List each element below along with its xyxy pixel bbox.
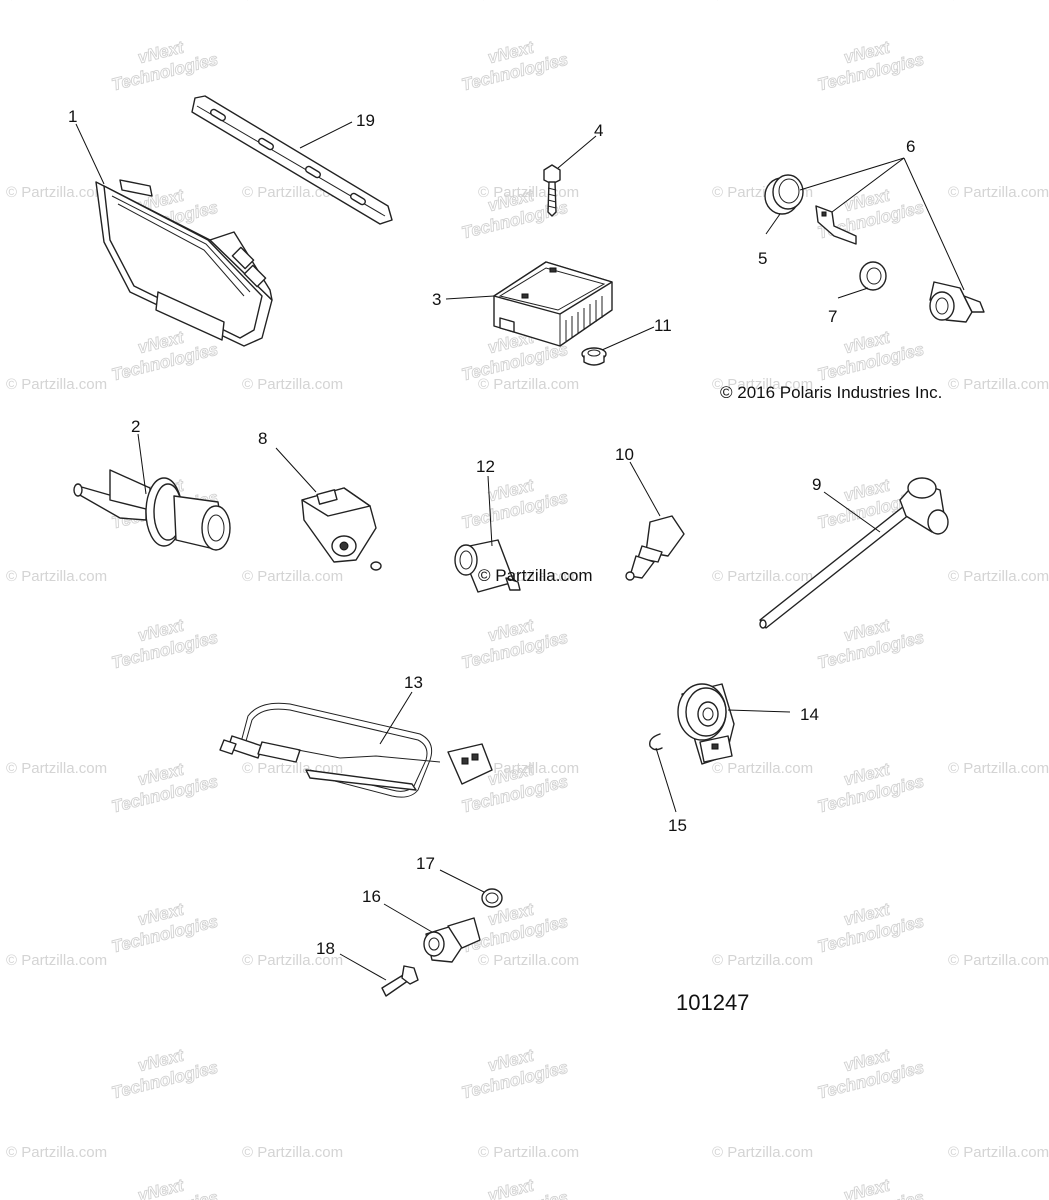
partzilla-watermark: © Partzilla.com — [6, 184, 107, 201]
callout-label-14: 14 — [800, 705, 819, 724]
callout-label-19: 19 — [356, 111, 375, 130]
partzilla-watermark: © Partzilla.com — [6, 0, 107, 4]
partzilla-watermark: © Partzilla.com — [6, 1144, 107, 1161]
callout-label-5: 5 — [758, 249, 767, 268]
screw-icon — [543, 164, 561, 217]
partzilla-watermark: © Partzilla.com — [712, 952, 813, 969]
cylinder-sensor-icon — [454, 539, 521, 593]
partzilla-watermark: © Partzilla.com — [6, 952, 107, 969]
callout-label-10: 10 — [615, 445, 634, 464]
partzilla-watermark: © Partzilla.com — [712, 760, 813, 777]
map-sensor-icon — [301, 487, 382, 571]
callout-label-18: 18 — [316, 939, 335, 958]
sensor-icon — [929, 281, 985, 323]
callout-label-6: 6 — [906, 137, 915, 156]
partzilla-watermark: © Partzilla.com — [712, 0, 813, 4]
bolt-icon — [381, 965, 419, 997]
callout-label-7: 7 — [828, 307, 837, 326]
partzilla-watermark: © Partzilla.com — [712, 568, 813, 585]
partzilla-watermark: © Partzilla.com — [948, 184, 1049, 201]
partzilla-watermark: © Partzilla.com — [242, 568, 343, 585]
callout-label-12: 12 — [476, 457, 495, 476]
relay-box-icon — [493, 261, 613, 347]
partzilla-watermark: © Partzilla.com — [712, 1144, 813, 1161]
callout-label-16: 16 — [362, 887, 381, 906]
partzilla-watermark: © Partzilla.com — [478, 952, 579, 969]
partzilla-watermark: © Partzilla.com — [948, 568, 1049, 585]
callout-label-8: 8 — [258, 429, 267, 448]
partzilla-watermark: © Partzilla.com — [948, 952, 1049, 969]
knock-sensor-icon — [677, 683, 735, 765]
callout-labels: 1 19 4 3 11 6 5 7 2 8 12 10 9 13 14 15 1… — [68, 107, 915, 958]
partzilla-watermark: © Partzilla.com — [6, 760, 107, 777]
leader-lines — [75, 121, 965, 981]
callout-label-4: 4 — [594, 121, 603, 140]
temperature-sensor-icon — [73, 469, 231, 551]
partzilla-watermark: © Partzilla.com — [948, 760, 1049, 777]
callout-label-11: 11 — [654, 316, 672, 335]
partzilla-watermark: © Partzilla.com — [242, 1144, 343, 1161]
figure-number: 101247 — [676, 990, 749, 1015]
partzilla-watermark: © Partzilla.com — [478, 0, 579, 4]
watermark-layer: © Partzilla.com © Partzilla.com © Partzill… — [6, 0, 1049, 1200]
probe-sensor-icon — [759, 477, 949, 629]
callout-label-17: 17 — [416, 854, 435, 873]
ecu-module-icon — [95, 179, 273, 347]
copyright-notice: © 2016 Polaris Industries Inc. — [720, 383, 942, 402]
partzilla-watermark: © Partzilla.com — [712, 376, 813, 393]
wire-harness-icon — [219, 702, 493, 798]
callout-label-15: 15 — [668, 816, 687, 835]
speed-sensor-icon — [423, 917, 481, 963]
partzilla-watermark: © Partzilla.com — [242, 952, 343, 969]
callout-label-2: 2 — [131, 417, 140, 436]
partzilla-watermark: © Partzilla.com — [478, 1144, 579, 1161]
partzilla-watermark: © Partzilla.com — [6, 568, 107, 585]
partzilla-watermark: © Partzilla.com — [948, 1144, 1049, 1161]
partzilla-watermark: © Partzilla.com — [242, 376, 343, 393]
partzilla-watermark: © Partzilla.com — [478, 760, 579, 777]
partzilla-watermark: © Partzilla.com — [478, 376, 579, 393]
callout-label-13: 13 — [404, 673, 423, 692]
partzilla-watermark: © Partzilla.com — [948, 376, 1049, 393]
partzilla-watermark: © Partzilla.com — [948, 0, 1049, 4]
partzilla-watermark: © Partzilla.com — [242, 0, 343, 4]
washer-icon — [859, 261, 887, 291]
o-ring-icon — [481, 888, 503, 908]
callout-label-9: 9 — [812, 475, 821, 494]
center-watermark: © Partzilla.com — [478, 566, 593, 585]
coolant-sensor-icon — [625, 515, 685, 581]
bracket-icon — [191, 95, 393, 225]
partzilla-watermark: © Partzilla.com — [6, 376, 107, 393]
callout-label-1: 1 — [68, 107, 77, 126]
plug-icon — [581, 347, 607, 366]
sensor-kit-icon — [815, 205, 857, 245]
clip-icon — [649, 733, 663, 751]
rubber-cap-icon — [764, 174, 804, 215]
partzilla-watermark: © Partzilla.com — [242, 184, 343, 201]
callout-label-3: 3 — [432, 290, 441, 309]
